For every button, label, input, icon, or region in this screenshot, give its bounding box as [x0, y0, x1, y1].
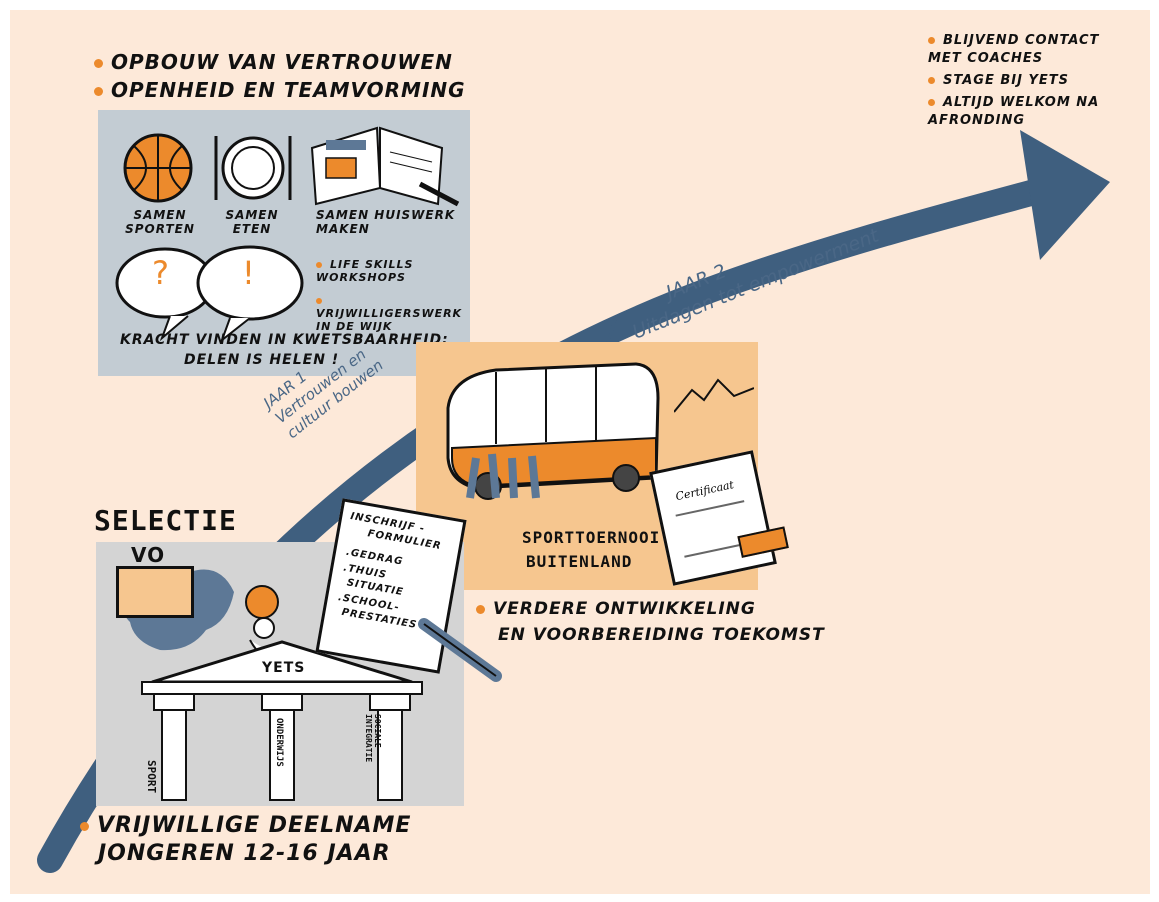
top-right-bullets: BLIJVEND CONTACT MET COACHES STAGE BIJ Y… [928, 32, 1118, 130]
certificate-label: Certificaat [674, 478, 736, 504]
panel1-caption-line2: DELEN IS HELEN ! [184, 352, 340, 368]
pillar-onderwijs: ONDERWIJS [274, 718, 284, 767]
panel1-caption-line1: KRACHT VINDEN IN KWETSBAARHEID; [120, 332, 449, 348]
activity-eat: SAMEN ETEN [225, 208, 279, 236]
mid-bullet-line1: VERDERE ONTWIKKELING [476, 596, 825, 622]
infographic-canvas: SAMEN SPORTEN SAMEN ETEN SAMEN HUISWERK … [10, 10, 1150, 894]
panel-trust-building: SAMEN SPORTEN SAMEN ETEN SAMEN HUISWERK … [98, 110, 470, 376]
tr-bullet-welcome: ALTIJD WELKOM NA AFRONDING [928, 95, 1100, 128]
person-with-basketball-icon [245, 585, 287, 664]
exclamation-mark: ! [242, 254, 255, 292]
bullet-dot [94, 59, 103, 68]
form-item-5: PRESTATIES [340, 606, 418, 632]
bullet-dot [476, 604, 485, 614]
selectie-title: SELECTIE [94, 504, 237, 537]
bullet-dot [928, 99, 935, 106]
sub-bullet-volunteer: VRIJWILLIGERSWERK IN DE WIJK [316, 294, 466, 333]
form-title-2: FORMULIER [366, 528, 443, 553]
homework-book-icon [310, 126, 460, 207]
pillar-sport: SPORT [145, 760, 158, 794]
bus-icon [446, 362, 660, 500]
speech-bubbles-icon [115, 245, 304, 343]
top-bullet-trust: OPBOUW VAN VERTROUWEN [94, 50, 453, 74]
bottom-bullet: VRIJWILLIGE DEELNAME JONGEREN 12-16 JAAR [80, 812, 411, 868]
basketball-icon [123, 133, 193, 203]
bullet-dot [94, 87, 103, 96]
panel2-title-line1: SPORTTOERNOOI [522, 528, 661, 547]
bullet-dot [928, 77, 935, 84]
top-bullet-openness: OPENHEID EN TEAMVORMING [94, 78, 466, 102]
school-building: VO [116, 543, 194, 618]
mountains-icon [674, 378, 754, 413]
mid-bullet-line2: EN VOORBEREIDING TOEKOMST [498, 625, 825, 645]
bullet-dot [316, 298, 322, 304]
temple-label: YETS [262, 660, 306, 676]
question-mark: ? [152, 254, 169, 292]
sub-bullet-life-skills: LIFE SKILLS WORKSHOPS [316, 258, 414, 284]
bottom-bullet-line1: VRIJWILLIGE DEELNAME [80, 812, 411, 840]
mid-bullet: VERDERE ONTWIKKELING EN VOORBEREIDING TO… [476, 596, 825, 648]
tr-bullet-contact: BLIJVEND CONTACT MET COACHES [928, 33, 1100, 66]
activity-homework: SAMEN HUISWERK MAKEN [316, 208, 456, 236]
vo-label: VO [131, 543, 166, 567]
bullet-dot [316, 262, 322, 268]
bullet-dot [928, 37, 935, 44]
plate-icon [214, 136, 292, 200]
bottom-bullet-line2: JONGEREN 12-16 JAAR [98, 841, 391, 866]
panel2-title-line2: BUITENLAND [526, 552, 633, 571]
temple-icon [141, 640, 423, 801]
activity-sport: SAMEN SPORTEN [125, 208, 195, 236]
pen-icon [418, 618, 502, 682]
pillar-sociale-integratie: SOCIALE INTEGRATIE [364, 714, 382, 763]
tr-bullet-internship: STAGE BIJ YETS [928, 72, 1118, 90]
panel-tournament-abroad: SPORTTOERNOOI BUITENLAND [416, 342, 758, 590]
bullet-dot [80, 821, 89, 831]
